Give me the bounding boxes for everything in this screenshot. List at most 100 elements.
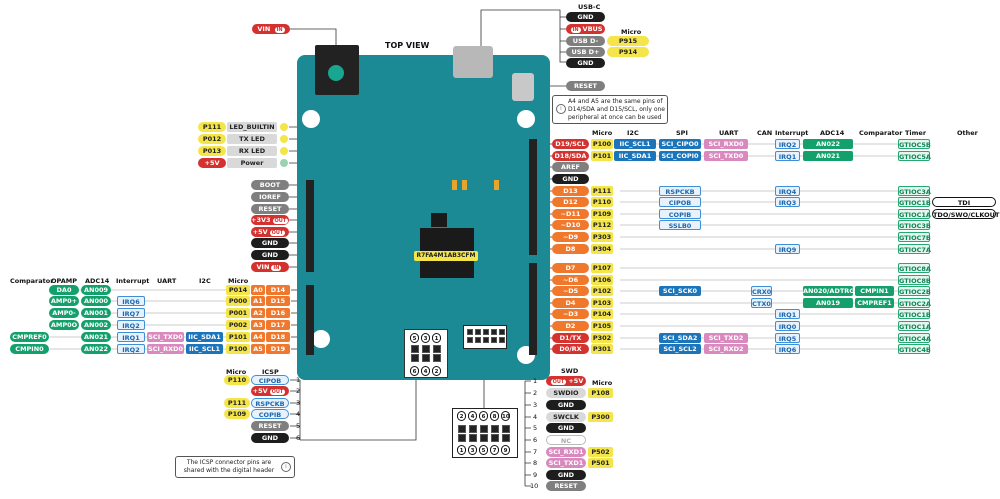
digital-header-0: Micro	[592, 129, 613, 137]
digital-micro-8: P303	[591, 232, 613, 242]
analog-comp-4: CMPREF0	[10, 332, 49, 342]
digital-micro-11: P106	[591, 275, 613, 285]
digital-micro-17: P301	[591, 344, 613, 354]
info-icon: i	[281, 462, 291, 472]
digital-header-3: UART	[719, 129, 739, 137]
analog-opamp-1: AMP0+	[49, 296, 79, 306]
led-pin-1: P012	[198, 134, 226, 144]
digital-timer-12: GTIOC2B	[898, 286, 931, 296]
usb-pin-1-text: VBUS	[582, 25, 603, 33]
analog-header-3: Interrupt	[116, 277, 150, 285]
analog-a-5: A5	[251, 344, 265, 354]
digital-header-5: Interrupt	[775, 129, 809, 137]
analog-adc-0: AN009	[81, 285, 111, 295]
led-pin-3: +5V	[198, 158, 226, 168]
swd-conn-num: 1	[457, 445, 466, 455]
icsp-num-2: 3	[296, 399, 301, 407]
led	[494, 180, 499, 190]
digital-irq-5: IRQ3	[775, 197, 800, 207]
analog-a-1: A1	[251, 296, 265, 306]
swd-board-pin	[483, 329, 489, 335]
digital-comp-12: CMPIN1	[855, 286, 894, 296]
swd-conn-pin	[469, 425, 477, 433]
analog-d-4: D18	[266, 332, 290, 342]
swd-pin-0: OUT+5V	[546, 376, 586, 386]
digital-pin-0: D19/SCL	[552, 139, 589, 149]
swd-pin-0-tag: OUT	[550, 379, 567, 385]
swd-conn-pin	[458, 434, 466, 442]
analog-header-6: Micro	[228, 277, 249, 285]
digital-micro-1: P101	[591, 151, 613, 161]
swd-num-0: 1	[533, 377, 538, 385]
swd-board-pin	[467, 329, 473, 335]
digital-uart-1: SCI_TXD0	[704, 151, 748, 161]
swd-num-8: 9	[533, 471, 538, 479]
digital-pin-17: D0/RX	[552, 344, 589, 354]
digital-adc-12: AN020/ADTRG0	[803, 286, 860, 296]
swd-conn-pin	[502, 434, 510, 442]
icsp-pin-3: COPIB	[251, 409, 289, 419]
power-header-strip	[306, 180, 314, 272]
digital-micro-0: P100	[591, 139, 613, 149]
icsp-micro-2: P111	[224, 398, 250, 408]
swd-pin-9: RESET	[546, 481, 586, 491]
digital-micro-10: P107	[591, 263, 613, 273]
usb-micro-2: P915	[607, 36, 649, 46]
swd-board-pin	[499, 329, 505, 335]
digital-adc-1: AN021	[803, 151, 853, 161]
digital-micro-6: P109	[591, 209, 613, 219]
digital-irq-0: IRQ2	[775, 139, 800, 149]
digital-irq-4: IRQ4	[775, 186, 800, 196]
analog-i2c-4: IIC_SDA1	[186, 332, 223, 342]
analog-header-2: ADC14	[85, 277, 110, 285]
swd-conn-pin	[480, 434, 488, 442]
mounting-hole	[517, 110, 535, 128]
vin-top-label: VIN IN	[252, 24, 290, 34]
mounting-hole	[312, 330, 330, 348]
digital-irq-17: IRQ6	[775, 344, 800, 354]
analog-i2c-5: IIC_SCL1	[186, 344, 223, 354]
digital-can-13: CTX0	[751, 298, 772, 308]
analog-irq-3: IRQ2	[117, 320, 145, 330]
led-dot-icon	[280, 159, 288, 167]
power-pin-4-tag: OUT	[269, 230, 286, 236]
icsp-num-0: 1	[296, 376, 301, 384]
note-a4a5: i A4 and A5 are the same pins of D14/SDA…	[552, 95, 668, 124]
swd-conn-pin	[491, 425, 499, 433]
swd-conn-num: 10	[501, 411, 510, 421]
swd-conn-num: 9	[501, 445, 510, 455]
digital-pin-15: D2	[552, 321, 589, 331]
analog-micro-5: P100	[226, 344, 250, 354]
digital-pin-7: ~D10	[552, 220, 589, 230]
digital-pin-6: ~D11	[552, 209, 589, 219]
analog-a-2: A2	[251, 308, 265, 318]
icsp-conn-num: 6	[410, 366, 419, 376]
icsp-pin-5: GND	[251, 433, 289, 443]
swd-board-pin	[475, 329, 481, 335]
digital-timer-14: GTIOC1B	[898, 309, 931, 319]
analog-irq-5: IRQ2	[117, 344, 145, 354]
icsp-conn-pin	[422, 354, 430, 362]
swd-num-4: 5	[533, 424, 538, 432]
analog-comp-5: CMPIN0	[10, 344, 49, 354]
swd-conn-pin	[469, 434, 477, 442]
digital-header-strip-bottom	[529, 263, 537, 355]
swd-header: SWD	[561, 367, 579, 375]
digital-micro-15: P105	[591, 321, 613, 331]
digital-i2c-1: IIC_SDA1	[614, 151, 656, 161]
swd-conn-num: 6	[479, 411, 488, 421]
digital-adc-0: AN022	[803, 139, 853, 149]
digital-timer-11: GTIOC8B	[898, 275, 931, 285]
digital-timer-8: GTIOC7B	[898, 232, 931, 242]
swd-board-pin	[491, 337, 497, 343]
power-pin-3-text: +3V3	[251, 216, 271, 224]
digital-timer-0: GTIOC5B	[898, 139, 931, 149]
analog-adc-3: AN002	[81, 320, 111, 330]
swd-conn-num: 2	[457, 411, 466, 421]
led-name-1: TX LED	[227, 134, 277, 144]
digital-adc-13: AN019	[803, 298, 853, 308]
led-pin-0: P111	[198, 122, 226, 132]
swd-conn-num: 8	[490, 411, 499, 421]
analog-micro-1: P000	[226, 296, 250, 306]
